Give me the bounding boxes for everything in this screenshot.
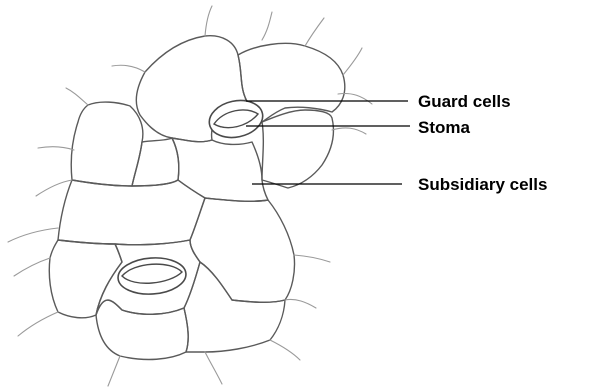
- epidermal-cells: [49, 36, 345, 360]
- subsidiary-cell: [172, 138, 268, 201]
- stoma-label: Stoma: [418, 118, 471, 137]
- lower-stoma: [117, 256, 187, 297]
- guard-cells-label: Guard cells: [418, 92, 511, 111]
- epidermal-cell: [58, 180, 205, 245]
- subsidiary-cells-label: Subsidiary cells: [418, 175, 547, 194]
- epidermal-cell: [132, 138, 179, 186]
- epidermal-cell: [96, 300, 188, 359]
- guard-cell-pair: [206, 96, 266, 142]
- epidermal-cell: [262, 110, 334, 188]
- epidermal-cell: [71, 102, 143, 186]
- epidermal-cell: [184, 262, 285, 352]
- epidermal-cell: [190, 198, 295, 302]
- upper-stoma: [206, 96, 266, 142]
- cell-wall-extensions: [8, 6, 372, 386]
